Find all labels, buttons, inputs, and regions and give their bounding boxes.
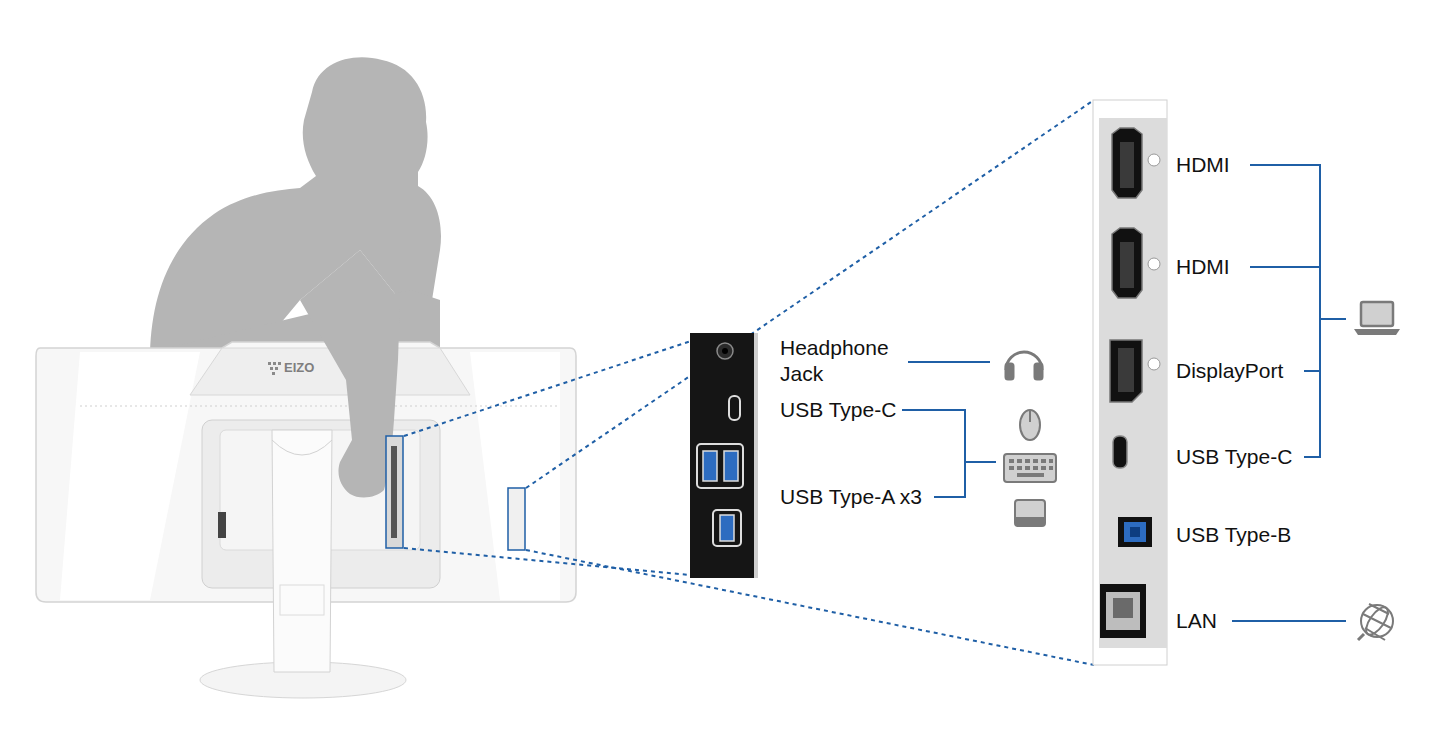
laptop-icon xyxy=(1354,302,1400,335)
port-label: Headphone Jack xyxy=(780,335,902,387)
brand-logo: EIZO xyxy=(284,360,314,376)
port-label: USB Type-C xyxy=(780,397,896,423)
port-strip xyxy=(391,446,397,538)
side-port-panel xyxy=(690,333,758,578)
port-label: HDMI xyxy=(1176,152,1230,178)
port-label: USB Type-C xyxy=(1176,444,1292,470)
port-area-right xyxy=(508,488,525,550)
port-area-left xyxy=(386,436,403,548)
port-label: USB Type-B xyxy=(1176,522,1291,548)
globe-icon xyxy=(1358,604,1393,640)
keyboard-icon xyxy=(1004,454,1056,482)
zoom-lines xyxy=(404,100,1094,665)
mouse-icon xyxy=(1020,410,1040,440)
port-label: DisplayPort xyxy=(1176,358,1283,384)
port-label: LAN xyxy=(1176,608,1217,634)
leader-lines-right xyxy=(1232,164,1346,621)
rear-port-panel xyxy=(1093,100,1167,665)
drive-icon xyxy=(1015,500,1045,526)
person-arm xyxy=(300,250,400,497)
leader-lines-left xyxy=(902,362,996,497)
port-label: HDMI xyxy=(1176,254,1230,280)
headphone-icon xyxy=(1006,352,1042,379)
port-label: USB Type-A x3 xyxy=(780,484,922,510)
